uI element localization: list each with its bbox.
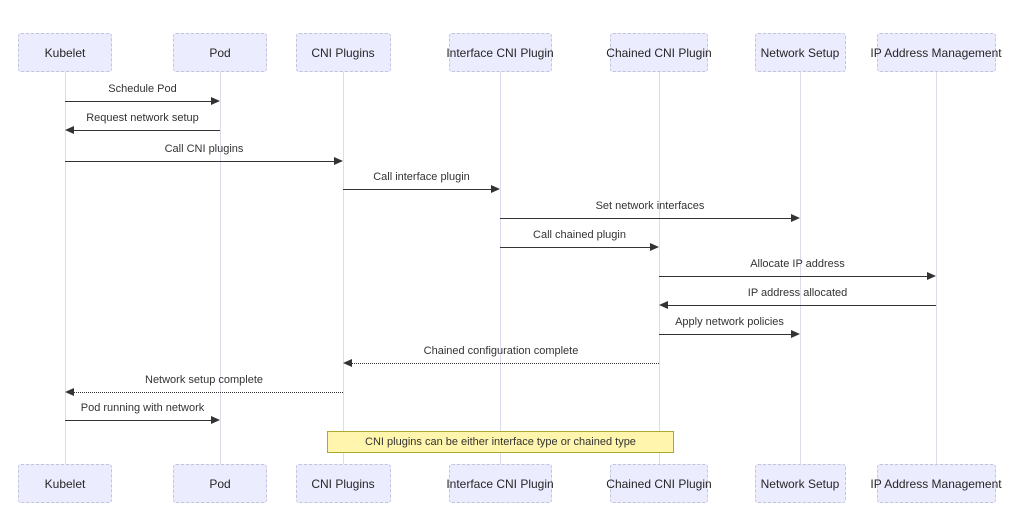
message-arrow-line: [73, 392, 343, 393]
message-arrowhead-left-icon: [343, 359, 352, 367]
message-arrow-line: [500, 218, 792, 219]
message-label: Allocate IP address: [750, 258, 845, 270]
message-arrow-line: [500, 247, 651, 248]
message-arrowhead-right-icon: [211, 97, 220, 105]
actor-top-kubelet: Kubelet: [18, 33, 112, 72]
actor-top-interface-cni-plugin: Interface CNI Plugin: [446, 33, 554, 72]
actor-top-chained-cni-plugin: Chained CNI Plugin: [606, 33, 712, 72]
lifeline-ip-address-management: [936, 72, 937, 464]
actor-bottom-kubelet: Kubelet: [18, 464, 112, 503]
message-label: Set network interfaces: [595, 200, 705, 212]
message-label: Apply network policies: [675, 316, 784, 328]
message-label: Call interface plugin: [373, 171, 470, 183]
message-arrowhead-right-icon: [650, 243, 659, 251]
lifeline-interface-cni-plugin: [500, 72, 501, 464]
lifeline-network-setup: [800, 72, 801, 464]
message-arrowhead-right-icon: [211, 416, 220, 424]
actor-bottom-ip-address-management: IP Address Management: [870, 464, 1002, 503]
actor-top-network-setup: Network Setup: [754, 33, 846, 72]
message-arrowhead-right-icon: [927, 272, 936, 280]
message-arrowhead-left-icon: [65, 126, 74, 134]
message-arrow-line: [659, 276, 928, 277]
message-arrow-line: [659, 334, 792, 335]
actor-bottom-pod: Pod: [173, 464, 267, 503]
message-arrow-line: [73, 130, 220, 131]
message-arrow-line: [65, 101, 212, 102]
message-label: Pod running with network: [80, 402, 205, 414]
message-arrow-line: [351, 363, 659, 364]
message-arrow-line: [65, 161, 335, 162]
message-arrowhead-right-icon: [791, 330, 800, 338]
message-label: IP address allocated: [747, 287, 848, 299]
message-arrow-line: [343, 189, 492, 190]
message-label: Network setup complete: [145, 374, 263, 386]
message-arrowhead-right-icon: [491, 185, 500, 193]
lifeline-chained-cni-plugin: [659, 72, 660, 464]
message-arrow-line: [667, 305, 936, 306]
note: CNI plugins can be either interface type…: [327, 431, 674, 453]
actor-bottom-cni-plugins: CNI Plugins: [295, 464, 391, 503]
lifeline-cni-plugins: [343, 72, 344, 464]
lifeline-pod: [220, 72, 221, 464]
actor-bottom-chained-cni-plugin: Chained CNI Plugin: [606, 464, 712, 503]
actor-top-pod: Pod: [173, 33, 267, 72]
message-arrow-line: [65, 420, 212, 421]
message-label: Call CNI plugins: [164, 143, 244, 155]
actor-bottom-interface-cni-plugin: Interface CNI Plugin: [446, 464, 554, 503]
actor-top-ip-address-management: IP Address Management: [870, 33, 1002, 72]
message-label: Chained configuration complete: [423, 345, 579, 357]
message-arrowhead-right-icon: [334, 157, 343, 165]
message-label: Call chained plugin: [533, 229, 626, 241]
message-arrowhead-left-icon: [659, 301, 668, 309]
message-arrowhead-left-icon: [65, 388, 74, 396]
actor-top-cni-plugins: CNI Plugins: [295, 33, 391, 72]
message-arrowhead-right-icon: [791, 214, 800, 222]
message-label: Request network setup: [86, 112, 199, 124]
actor-bottom-network-setup: Network Setup: [754, 464, 846, 503]
message-label: Schedule Pod: [108, 83, 177, 95]
lifeline-kubelet: [65, 72, 66, 464]
